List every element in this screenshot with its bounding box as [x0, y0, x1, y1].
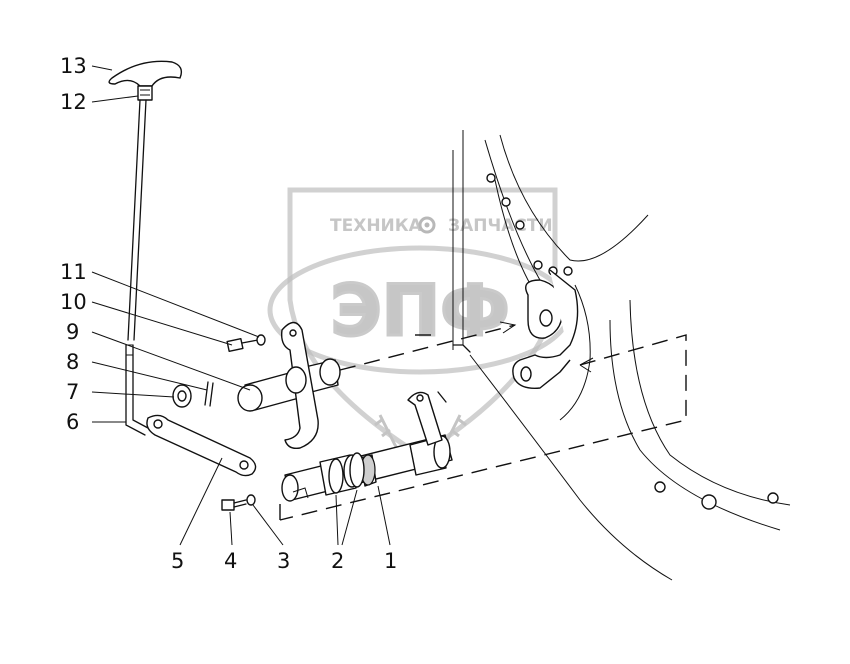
callout-4: 4: [224, 549, 237, 573]
callout-13: 13: [60, 54, 87, 78]
callout-7: 7: [66, 380, 79, 404]
part-12-ferrule: [137, 85, 153, 101]
part-5-lever: [146, 414, 257, 477]
watermark-text-right: ЗАПЧАСТИ: [448, 216, 553, 236]
watermark-text-left: ТЕХНИКА: [330, 216, 423, 236]
shift-rod: [125, 99, 149, 436]
callout-5: 5: [171, 549, 184, 573]
leader-lines: [91, 65, 391, 546]
gear-icon: [418, 216, 436, 234]
callout-10: 10: [60, 290, 87, 314]
part-4-bolt: [221, 499, 247, 511]
callout-1: 1: [384, 549, 397, 573]
callout-6: 6: [66, 410, 79, 434]
watermark-logo: ТЕХНИКА ЗАПЧАСТИ ЭПФ: [267, 187, 573, 471]
part-3-washer: [246, 494, 256, 506]
callouts: 13 12 11 10 9 8 7 6 5 4 3 2 1: [60, 54, 397, 573]
callout-8: 8: [66, 350, 79, 374]
callout-2: 2: [331, 549, 344, 573]
housing-frame: [452, 130, 791, 581]
callout-3: 3: [277, 549, 290, 573]
callout-9: 9: [66, 320, 79, 344]
part-9-shaft: [237, 321, 341, 450]
part-8-cotter-pin: [204, 381, 214, 407]
part-2-rings: [328, 452, 365, 494]
assembly-lines: [279, 321, 687, 521]
part-11-washer: [256, 334, 266, 346]
callout-11: 11: [60, 260, 87, 284]
part-13-handle-knob: [108, 60, 183, 87]
watermark-big-text: ЭПФ: [330, 270, 509, 352]
callout-12: 12: [60, 90, 87, 114]
part-7-washer: [172, 384, 192, 408]
fork-plate: [512, 269, 579, 389]
part-10-bolt: [226, 337, 259, 353]
